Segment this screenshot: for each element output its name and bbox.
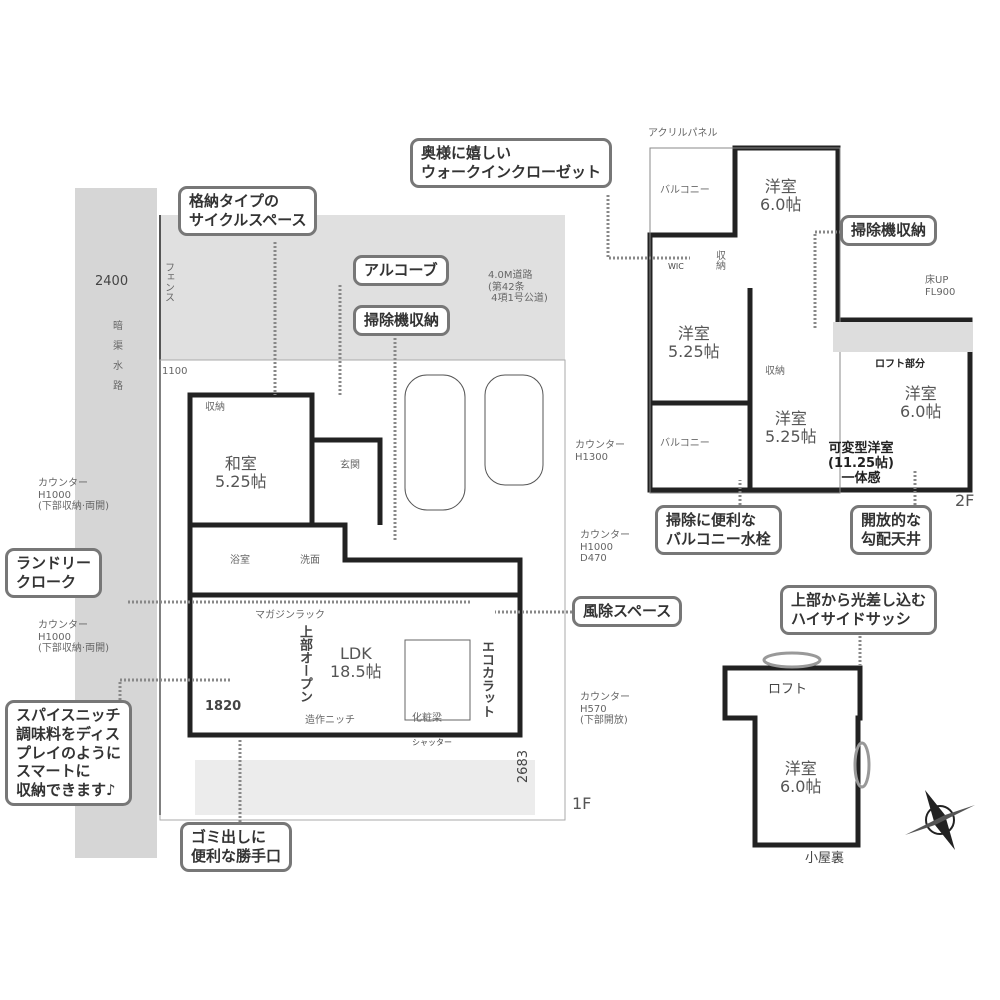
room-b-label: 洋室 5.25帖 [668,324,720,362]
counter-note-a: カウンター H1000 (下部収納·両開) [38,478,109,512]
drainage-channel-label: 暗渠水路 [110,320,122,400]
room-a-label: 洋室 6.0帖 [760,177,802,215]
callout-windbreak-space: 風除スペース [572,596,683,627]
storage-b-label: 収納 [765,366,785,377]
ldk-label: LDK 18.5帖 [330,644,382,682]
attic-window-marker [853,741,871,789]
dimension-2400: 2400 [95,274,129,289]
attic-walls [722,665,863,848]
niche-label: 造作ニッチ [305,715,355,726]
loft-part-label: ロフト部分 [875,359,925,370]
floor2-outline [649,147,841,494]
garden-area [195,760,535,815]
attic-loft-label: ロフト [768,682,808,697]
magazine-rack-label: マガジンラック [255,610,325,621]
floor1-walls [187,392,523,738]
wic-label: WIC [668,262,684,271]
floor-2f-label: 2F [955,491,975,510]
road-label: 4.0M道路 (第42条 4項1号公道) [488,270,548,304]
callout-high-side-sash: 上部から光差し込む ハイサイドサッシ [780,585,938,635]
floor2-walls [647,145,973,493]
callout-alcove: アルコーブ [353,255,449,286]
bath-label: 浴室 [230,555,250,566]
callout-leaders [118,195,917,822]
acrylic-panel-label: アクリルパネル [648,128,718,139]
ecocarat-label: エコカラット [478,640,494,718]
callout-laundry-cloak: ランドリー クローク [5,548,103,598]
kitchen-island [404,639,471,721]
callout-balcony-tap: 掃除に便利な バルコニー水栓 [655,505,782,555]
beam-label: 化粧梁 [412,713,442,724]
counter-note-b: カウンター H1000 (下部収納·両開) [38,620,109,654]
dimension-1100: 1100 [162,366,188,377]
balcony-top-label: バルコニー [660,185,710,196]
callout-cycle-space: 格納タイプの サイクルスペース [178,186,318,236]
loft-area [833,322,973,352]
callout-spice-niche: スパイスニッチ 調味料をディス プレイのように スマートに 収納できます♪ [5,700,133,806]
storage-label-1f: 収納 [205,402,225,413]
road-area [160,215,565,360]
washroom-label: 洗面 [300,555,320,566]
high-side-sash-marker [762,651,822,669]
callout-walk-in-closet: 奥様に嬉しい ウォークインクローゼット [410,138,613,188]
counter-note-2f: カウンター H1300 [575,440,625,463]
callout-back-door: ゴミ出しに 便利な勝手口 [180,822,293,872]
compass-icon [905,790,975,850]
cars [404,374,544,511]
dimension-1820: 1820 [205,699,242,714]
washitsu-label: 和室 5.25帖 [215,454,267,492]
variable-room-label: 可変型洋室 (11.25帖) 一体感 [828,441,895,486]
room-d-label: 洋室 6.0帖 [900,384,942,422]
counter-note-d: カウンター H570 (下部開放) [580,692,630,726]
callout-vacuum-storage-1f: 掃除機収納 [353,305,451,336]
storage-a-label: 収納 [713,250,725,270]
callout-vacuum-storage-2f: 掃除機収納 [840,215,938,246]
floor-up-label: 床UP FL900 [925,275,956,298]
lot-boundary [159,359,566,821]
open-above-label: 上部オープン [296,625,312,703]
entrance-label: 玄関 [340,460,360,471]
counter-note-c: カウンター H1000 D470 [580,530,630,564]
dimension-2683: 2683 [516,750,531,784]
room-c-label: 洋室 5.25帖 [765,409,817,447]
fence-label: フェンス [162,262,174,302]
balcony-bottom-label: バルコニー [660,438,710,449]
shutter-label: シャッター [412,738,452,747]
attic-label: 小屋裏 [805,851,845,866]
callout-sloped-ceiling: 開放的な 勾配天井 [850,505,933,555]
attic-room-label: 洋室 6.0帖 [780,759,822,797]
floor-1f-label: 1F [572,794,592,813]
